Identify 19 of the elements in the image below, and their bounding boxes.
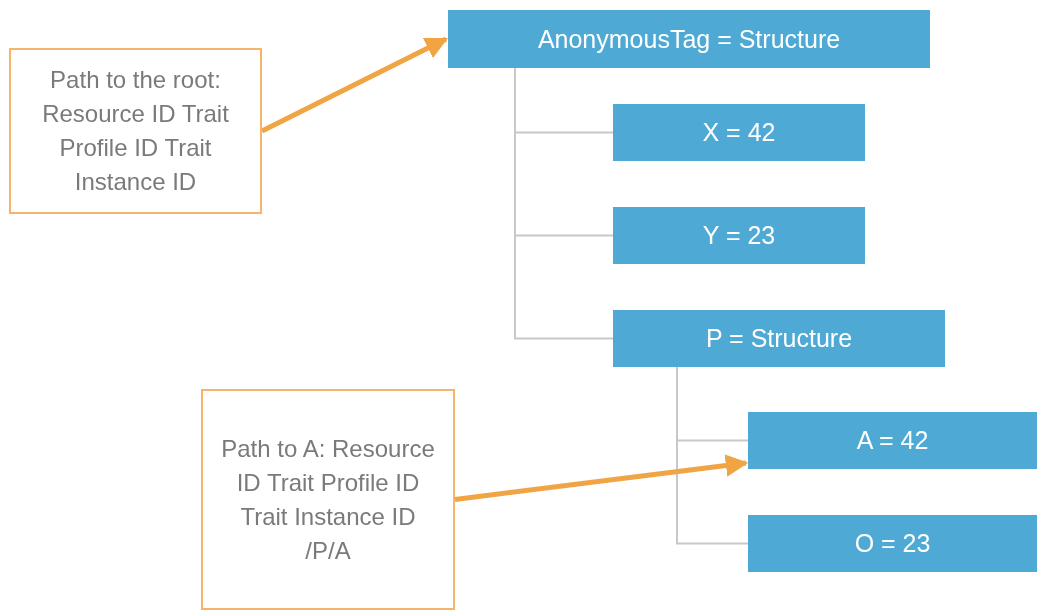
field-box	[448, 10, 930, 68]
callout-text: Path to A: Resource ID Trait Profile ID Trait Instance ID /P/A	[220, 433, 436, 566]
field-box	[748, 515, 1037, 572]
tree-connector	[676, 366, 749, 545]
field-box	[613, 310, 945, 367]
field-label: A = 42	[856, 426, 929, 455]
field-label: AnonymousTag = Structure	[537, 24, 841, 54]
arrow	[454, 454, 749, 502]
field-label: P = Structure	[705, 324, 853, 353]
callout-text: Path to the root: Resource ID Trait Profile ID Trait Instance ID	[41, 65, 230, 197]
callout-box	[201, 389, 455, 610]
field-box	[748, 412, 1037, 469]
field-label: X = 42	[702, 118, 776, 147]
field-label: O = 23	[854, 529, 931, 558]
field-label: Y = 23	[702, 221, 776, 250]
tree-connector	[514, 67, 614, 340]
callout-box	[9, 48, 262, 214]
field-box	[613, 104, 865, 161]
field-box	[613, 207, 865, 264]
